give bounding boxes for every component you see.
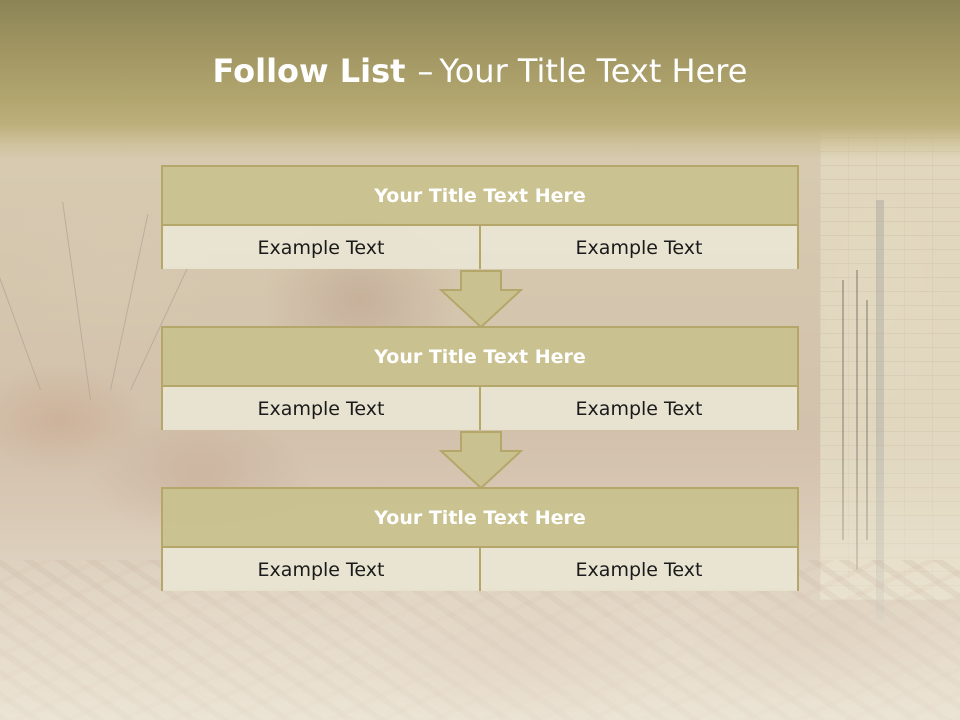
step-heading: Your Title Text Here <box>163 489 797 548</box>
step-row: Example Text Example Text <box>163 387 797 430</box>
down-arrow-icon <box>439 270 523 328</box>
step-cell-right: Example Text <box>479 226 797 269</box>
step-box-3: Your Title Text Here Example Text Exampl… <box>161 487 799 591</box>
step-cell-right: Example Text <box>479 548 797 591</box>
step-heading: Your Title Text Here <box>163 167 797 226</box>
title-rest-text: Your Title Text Here <box>439 52 748 90</box>
step-cell-right: Example Text <box>479 387 797 430</box>
step-row: Example Text Example Text <box>163 548 797 591</box>
step-box-1: Your Title Text Here Example Text Exampl… <box>161 165 799 269</box>
title-separator: – <box>417 52 434 90</box>
slide-title: Follow List–Your Title Text Here <box>0 52 960 90</box>
title-bold-text: Follow List <box>212 52 406 90</box>
step-cell-left: Example Text <box>163 548 479 591</box>
step-box-2: Your Title Text Here Example Text Exampl… <box>161 326 799 430</box>
step-row: Example Text Example Text <box>163 226 797 269</box>
step-cell-left: Example Text <box>163 226 479 269</box>
step-cell-left: Example Text <box>163 387 479 430</box>
step-heading: Your Title Text Here <box>163 328 797 387</box>
header-band <box>0 0 960 160</box>
down-arrow-icon <box>439 431 523 489</box>
